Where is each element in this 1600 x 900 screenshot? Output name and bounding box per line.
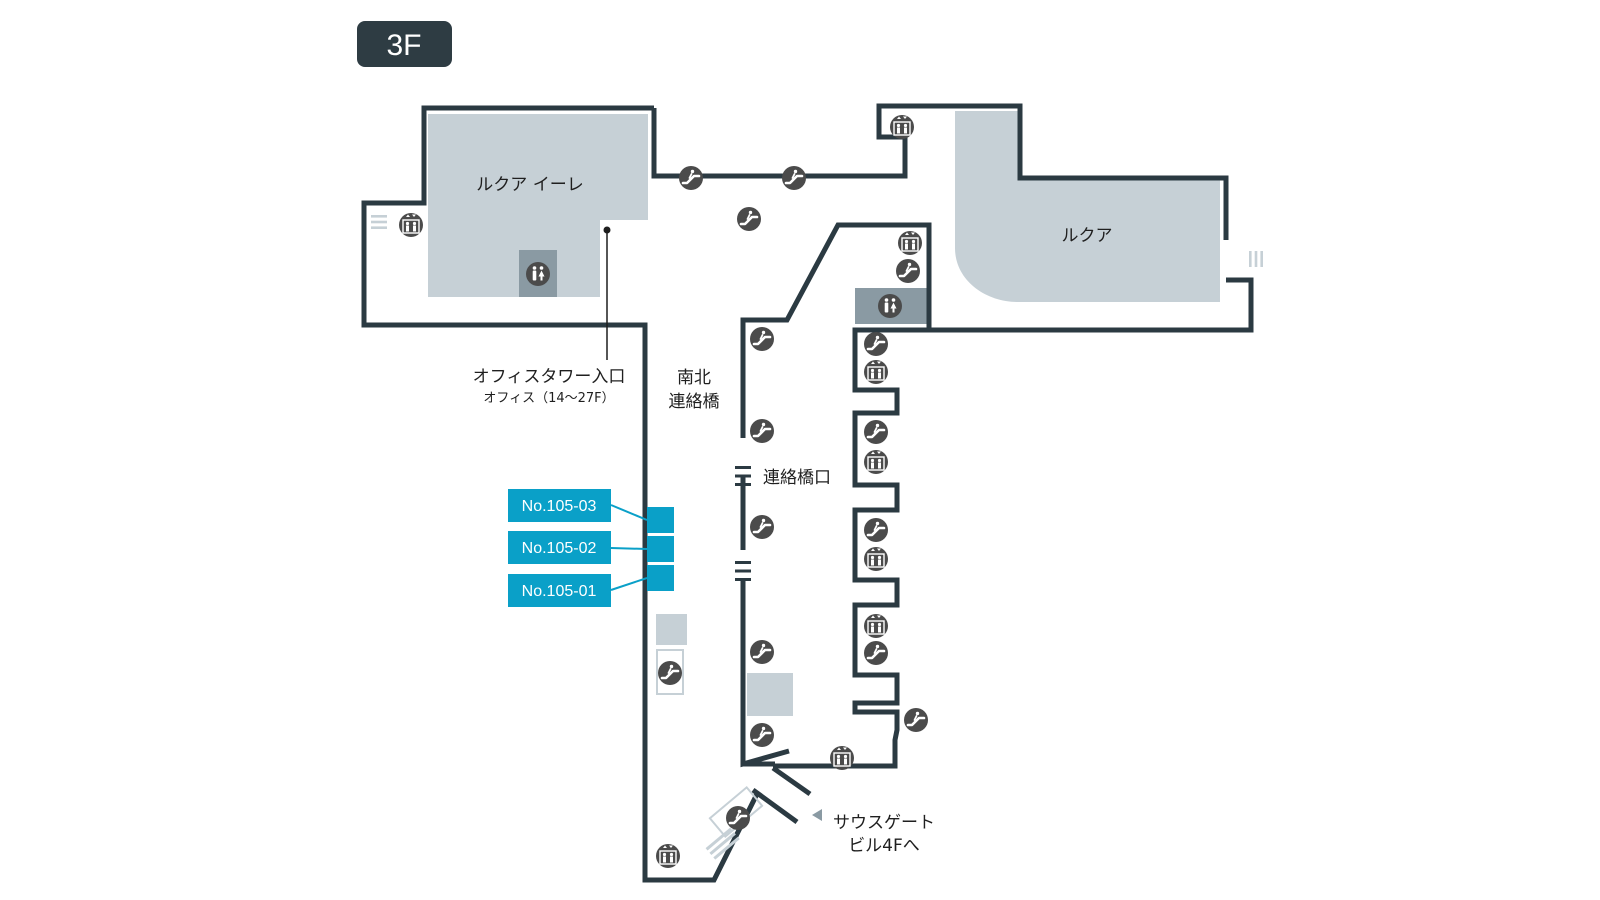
building-areas	[428, 111, 1220, 716]
stairs-icon	[1249, 251, 1263, 267]
location-slot[interactable]	[647, 536, 674, 562]
escalator-icon[interactable]	[748, 325, 776, 353]
location-slot[interactable]	[647, 565, 674, 591]
location-tag-label: No.105-02	[522, 540, 597, 557]
elevator-icon[interactable]	[398, 212, 424, 238]
restroom-icon[interactable]	[878, 294, 902, 318]
escalator-icon[interactable]	[748, 417, 776, 445]
location-tag-label: No.105-01	[522, 583, 597, 600]
walls	[361, 103, 1254, 883]
escalator-icon[interactable]	[735, 205, 763, 233]
lucua-building	[955, 111, 1220, 302]
bridge-label-line2: 連絡橋	[669, 392, 720, 412]
bridge-gate-label: 連絡橋口	[763, 468, 831, 488]
lucua-1100-building	[428, 114, 648, 297]
floor-badge: 3F	[357, 21, 452, 67]
escalator-icon[interactable]	[656, 659, 684, 687]
escalator-icon[interactable]	[780, 164, 808, 192]
escalator-icon[interactable]	[724, 804, 752, 832]
floor-label: 3F	[386, 29, 421, 62]
stairs-icon	[371, 215, 387, 229]
location-slot[interactable]	[647, 507, 674, 533]
elevator-icon[interactable]	[829, 745, 855, 771]
escalator-icon[interactable]	[677, 164, 705, 192]
office-entrance-pointer	[603, 226, 611, 360]
elevator-icon[interactable]	[863, 546, 889, 572]
bridge-label-line1: 南北	[677, 368, 711, 388]
escalator-icon[interactable]	[862, 418, 890, 446]
escalator-icon[interactable]	[748, 721, 776, 749]
elevator-icon[interactable]	[889, 114, 915, 140]
escalator-track	[656, 649, 684, 695]
location-tag[interactable]: No.105-03	[508, 489, 611, 522]
escalator-icon[interactable]	[748, 638, 776, 666]
restroom-icon[interactable]	[526, 262, 550, 286]
escalator-icon[interactable]	[894, 257, 922, 285]
escalator-icon[interactable]	[862, 330, 890, 358]
pillar-block	[747, 673, 793, 716]
elevator-icon[interactable]	[863, 613, 889, 639]
escalator-icon[interactable]	[902, 706, 930, 734]
escalator-icon[interactable]	[748, 513, 776, 541]
location-tag[interactable]: No.105-02	[508, 531, 611, 564]
location-tag[interactable]: No.105-01	[508, 574, 611, 607]
elevator-icon[interactable]	[863, 449, 889, 475]
escalator-icon[interactable]	[862, 639, 890, 667]
stairs-icon	[705, 827, 740, 860]
south-gate-arrow-icon	[812, 809, 822, 821]
location-markers: No.105-03 No.105-02 No.105-01	[508, 489, 674, 607]
bridge-gate-openings	[735, 438, 751, 581]
elevator-icon[interactable]	[897, 230, 923, 256]
map-labels: ルクア イーレ ルクア オフィスタワー入口 オフィス（14～27F） 南北 連絡…	[473, 175, 1113, 856]
elevator-icon[interactable]	[863, 359, 889, 385]
pillar-block	[656, 614, 687, 645]
area-label-lucua-1100[interactable]: ルクア イーレ	[476, 175, 583, 195]
south-gate-label-line1: サウスゲート	[833, 813, 935, 833]
office-floors-label: オフィス（14～27F）	[483, 391, 614, 406]
escalator-icon[interactable]	[862, 516, 890, 544]
office-entrance-label: オフィスタワー入口	[473, 367, 626, 387]
south-gate-label-line2: ビル4Fへ	[848, 836, 920, 856]
elevator-icon[interactable]	[655, 843, 681, 869]
area-label-lucua[interactable]: ルクア	[1062, 226, 1113, 246]
location-tag-label: No.105-03	[522, 498, 597, 515]
